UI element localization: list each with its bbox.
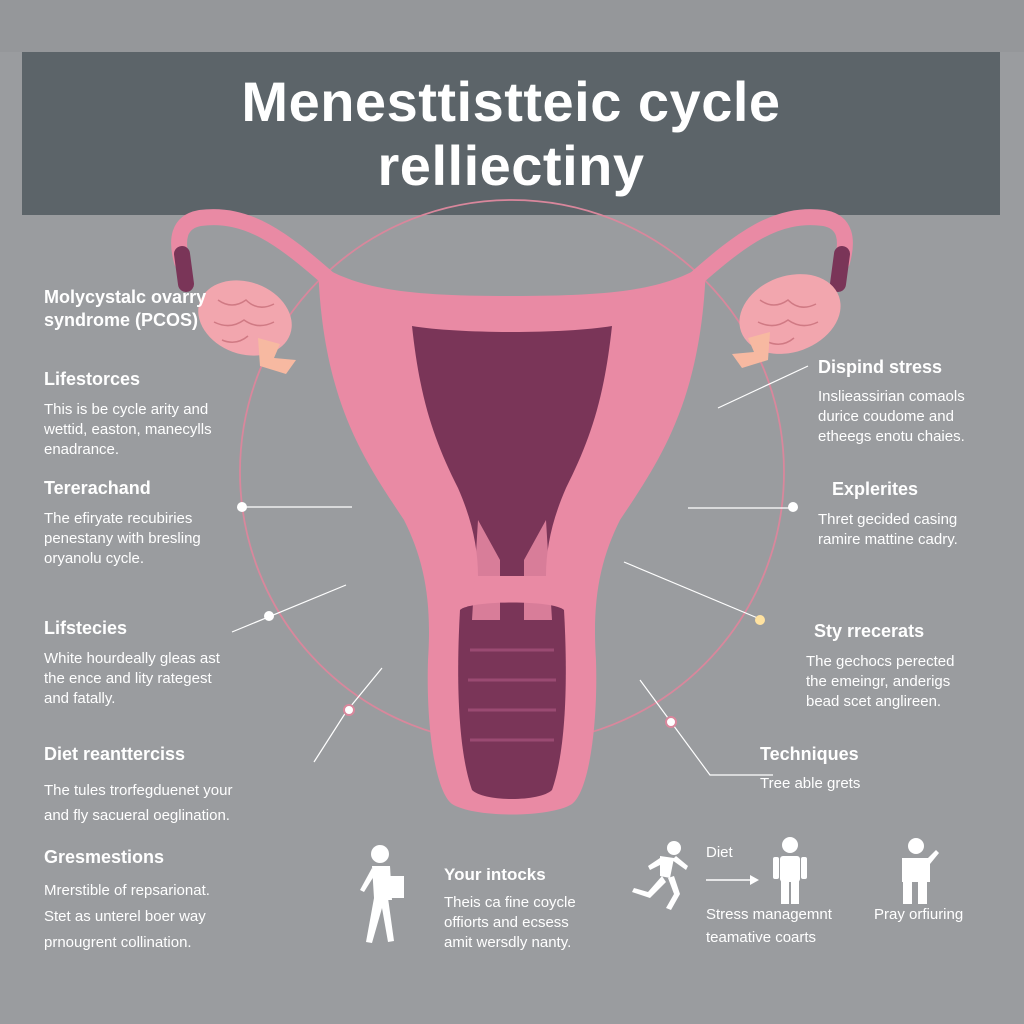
- left-block-tererachand: Tererachand The efiryate recubiries pene…: [44, 477, 284, 569]
- right-block-dispind-stress: Dispind stress Inslieassirian comaols du…: [818, 356, 1018, 447]
- left-block-pcos: Molycystalc ovarry syndrome (PCOS): [44, 286, 304, 332]
- bottom-center-line: amit wersdly nanty.: [444, 934, 572, 951]
- standing-person-icon: [773, 837, 807, 904]
- leader-dots: [237, 502, 798, 728]
- block-line: durice coudome and: [818, 408, 954, 425]
- left-block-diet: Diet reantterciss The tules trorfegduene…: [44, 743, 304, 828]
- uterus-inner: [412, 326, 612, 576]
- block-line: The tules trorfegduenet your: [44, 782, 233, 799]
- block-line: Mrerstible of repsarionat.: [44, 882, 210, 899]
- left-block-lifestorces: Lifestorces This is be cycle arity and w…: [44, 368, 284, 460]
- pray-label: Pray orfiuring: [874, 906, 964, 923]
- block-heading: Diet reantterciss: [44, 744, 186, 764]
- block-line: Inslieassirian comaols: [818, 388, 965, 405]
- heading-line: syndrome (PCOS): [44, 310, 199, 330]
- stress-management-label: Stress managemnt teamative coarts: [706, 904, 832, 948]
- diet-label: Diet: [706, 844, 733, 861]
- stress-label-line: teamative coarts: [706, 929, 817, 946]
- block-line: oryanolu cycle.: [44, 550, 145, 567]
- left-block-gresmestions: Gresmestions Mrerstible of repsarionat. …: [44, 846, 304, 956]
- block-line: prnougrent collination.: [44, 934, 192, 951]
- block-line: White hourdeally gleas ast: [44, 650, 220, 667]
- bottom-center-block: Your intocks Theis ca fine coycle offior…: [444, 864, 624, 953]
- block-line: ramire mattine cadry.: [818, 531, 958, 548]
- right-block-explerites: Explerites Thret gecided casing ramire m…: [818, 478, 1018, 550]
- right-block-sty-rrecerats: Sty rrecerats The gechocs perected the e…: [806, 620, 1018, 712]
- block-line: Thret gecided casing: [818, 511, 958, 528]
- thinking-person-icon: [902, 838, 939, 904]
- top-band: [0, 0, 1024, 52]
- heading-line: Molycystalc ovarry: [44, 287, 207, 307]
- leader-lines: [231, 365, 809, 776]
- block-heading: Explerites: [832, 479, 919, 499]
- block-line: Stet as unterel boer way: [44, 908, 206, 925]
- block-line: penestany with bresling: [44, 530, 201, 547]
- block-heading: Tererachand: [44, 478, 151, 498]
- bottom-center-heading: Your intocks: [444, 865, 546, 884]
- block-line: The gechocs perected: [806, 653, 955, 670]
- block-line: This is be cycle arity and: [44, 401, 209, 418]
- block-line: Tree able grets: [760, 775, 861, 792]
- block-line: wettid, easton, manecylls: [44, 421, 212, 438]
- block-line: and fly sacueral oeglination.: [44, 807, 230, 824]
- block-line: bead scet anglireen.: [806, 693, 942, 710]
- block-heading: Gresmestions: [44, 847, 165, 867]
- title-banner: Menesttistteic cycle relliectiny: [22, 52, 1000, 215]
- walking-person-icon: [360, 845, 404, 943]
- block-heading: Techniques: [760, 744, 859, 764]
- cervix-canal: [458, 602, 566, 799]
- title-line-1: Menesttistteic cycle: [241, 69, 781, 133]
- title-line-2: relliectiny: [377, 133, 645, 197]
- block-heading: Lifestorces: [44, 369, 141, 389]
- block-line: etheegs enotu chaies.: [818, 428, 965, 445]
- fallopian-tubes: [171, 209, 853, 292]
- block-heading: Dispind stress: [818, 357, 943, 377]
- bottom-center-line: Theis ca fine coycle: [444, 894, 576, 911]
- block-line: the emeingr, anderigs: [806, 673, 951, 690]
- block-heading: Sty rrecerats: [814, 621, 925, 641]
- stress-label-line: Stress managemnt: [706, 906, 832, 923]
- left-block-lifstecies: Lifstecies White hourdeally gleas ast th…: [44, 617, 284, 709]
- block-line: enadrance.: [44, 441, 120, 458]
- block-heading: Lifstecies: [44, 618, 128, 638]
- block-line: and fatally.: [44, 690, 116, 707]
- running-person-icon: [632, 841, 688, 910]
- arrow-right-icon: [706, 875, 759, 885]
- block-line: the ence and lity rategest: [44, 670, 212, 687]
- bottom-center-line: offiorts and ecsess: [444, 914, 569, 931]
- right-ovary: [732, 274, 841, 368]
- left-ovary: [198, 280, 296, 374]
- block-line: The efiryate recubiries: [44, 510, 193, 527]
- right-block-techniques: Techniques Tree able grets: [760, 743, 960, 794]
